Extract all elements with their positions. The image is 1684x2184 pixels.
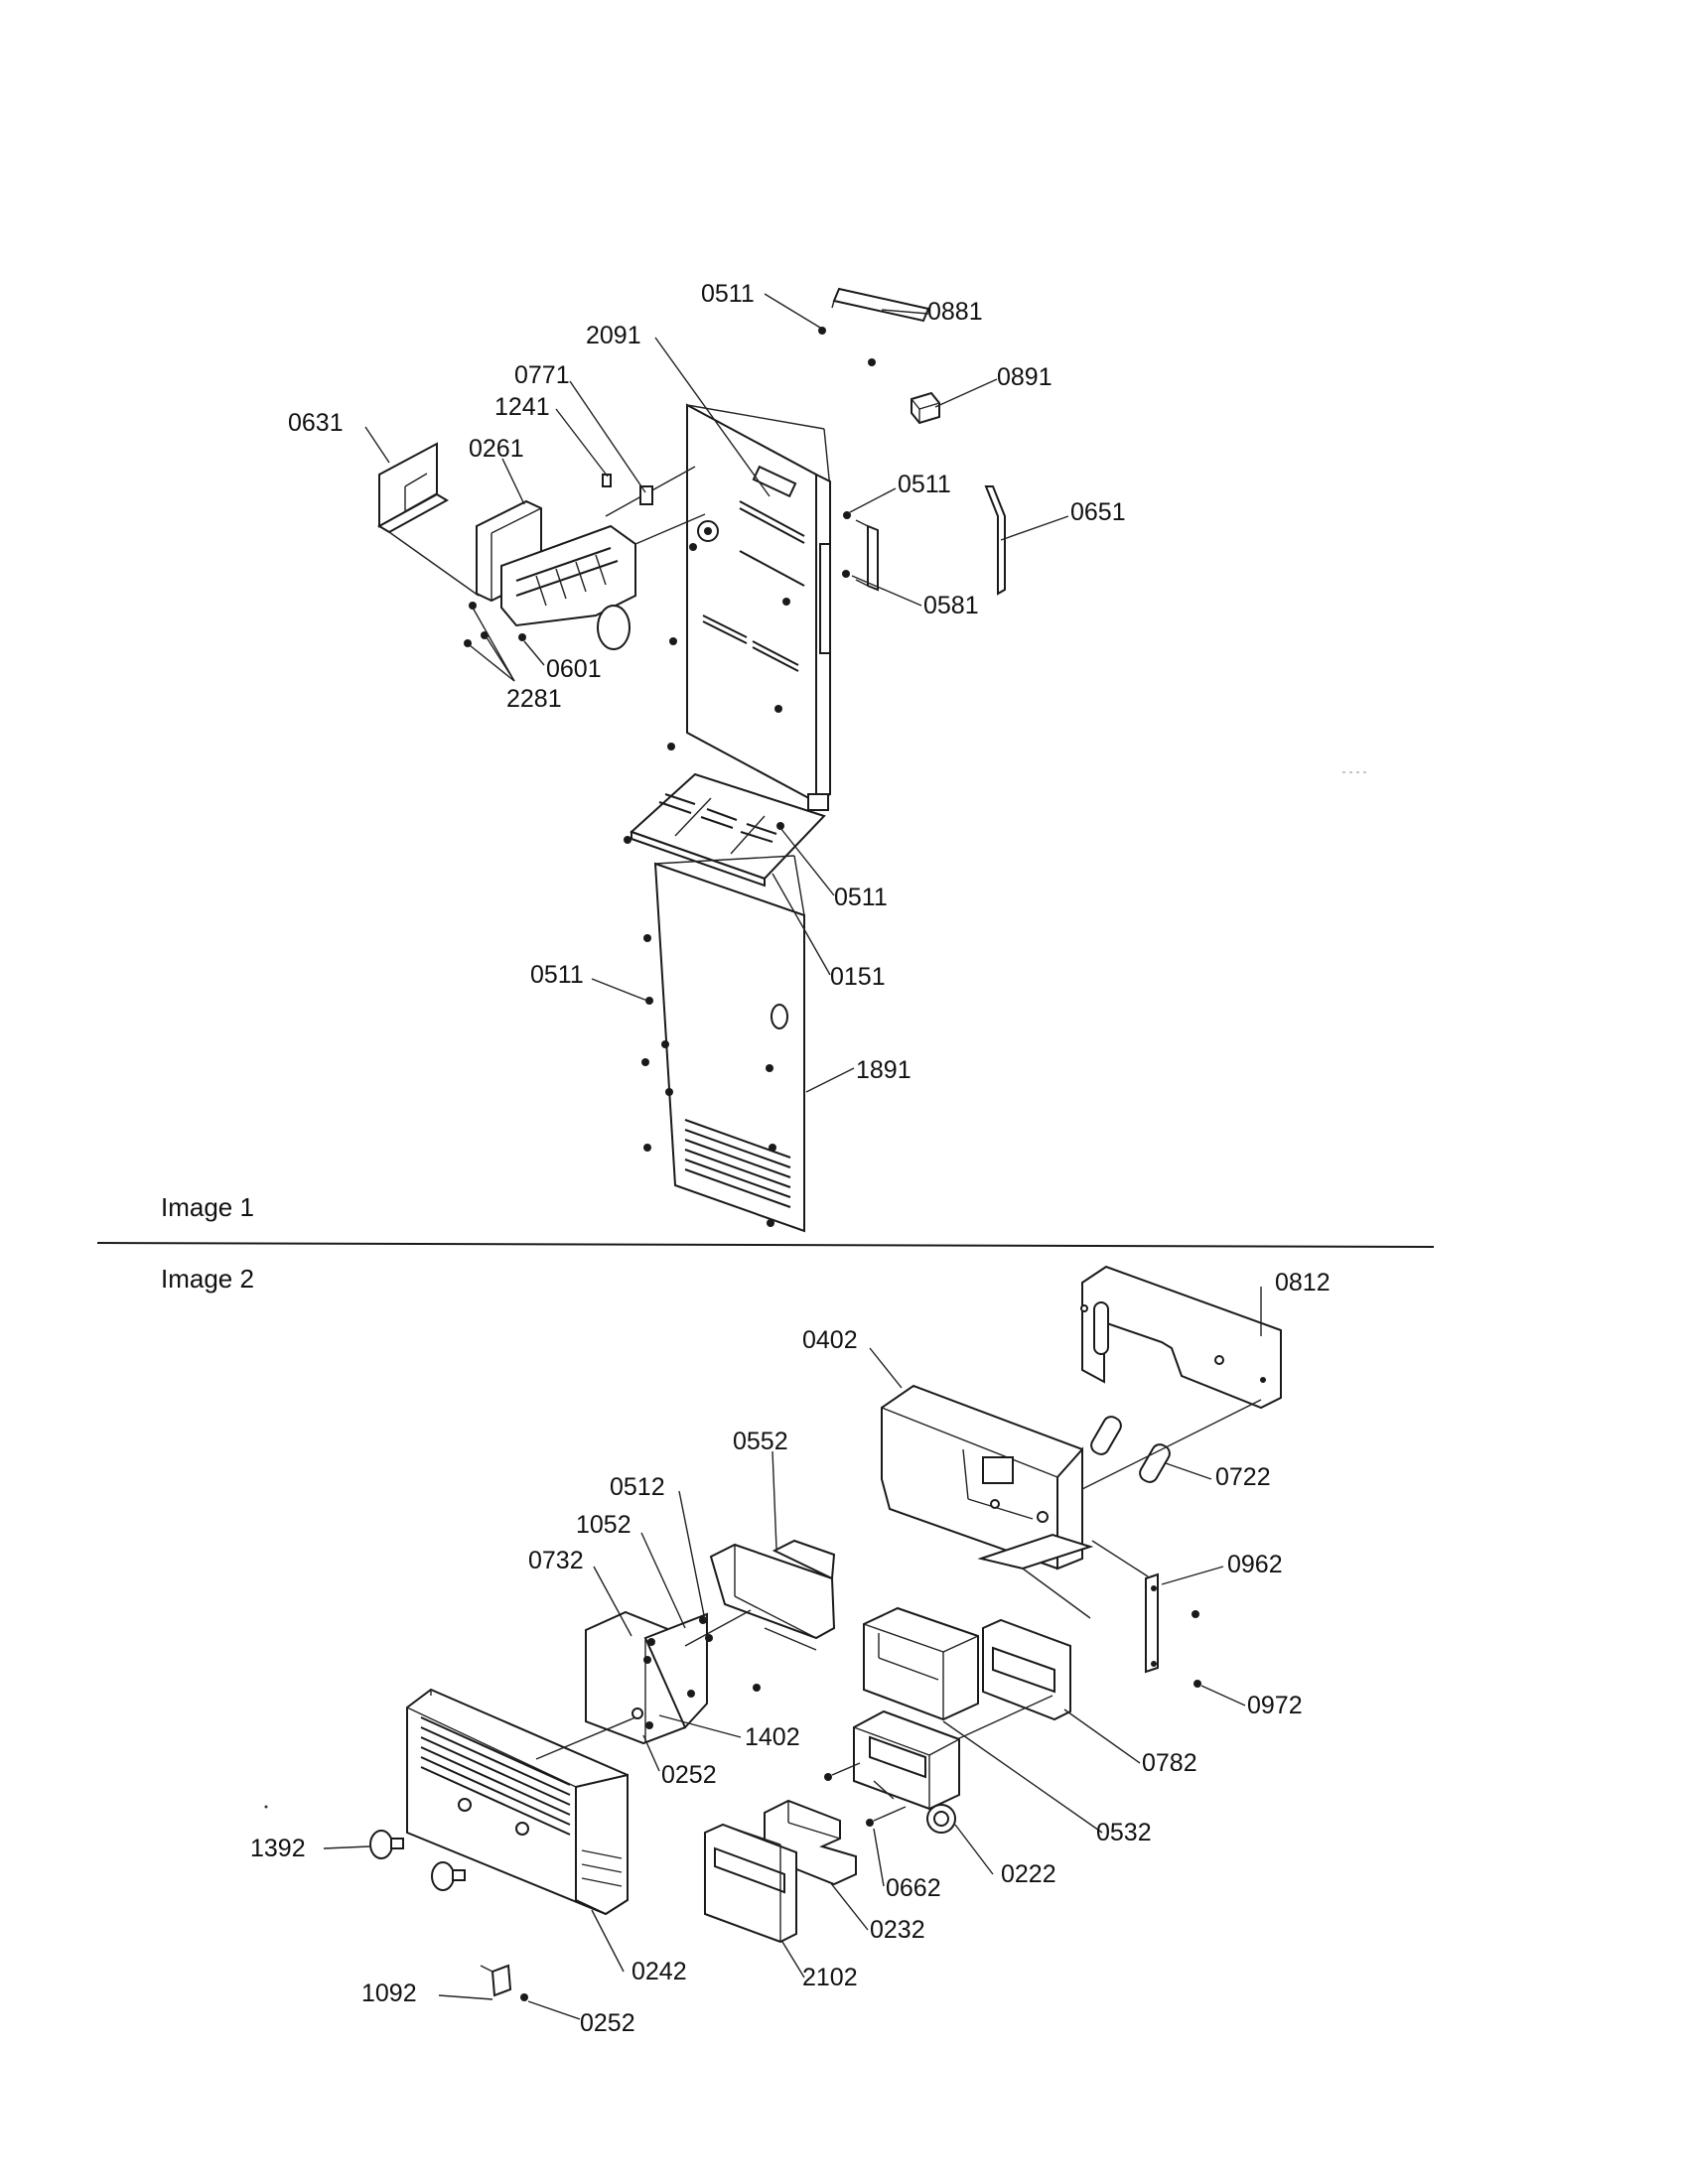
part-label-2091: 2091 [586, 322, 641, 349]
plate-0782 [982, 1618, 1071, 1721]
lower-panel-1891 [641, 855, 805, 1233]
part-label-0511-c: 0511 [834, 884, 888, 911]
part-label-0552: 0552 [733, 1428, 788, 1455]
part-label-0722: 0722 [1215, 1463, 1271, 1491]
part-label-0651: 0651 [1070, 498, 1126, 526]
bracket-0812 [1080, 1265, 1282, 1410]
image1-assembly [376, 287, 1006, 1233]
part-label-0511: 0511 [701, 280, 755, 308]
part-label-0581: 0581 [923, 592, 979, 619]
part-label-0511-d: 0511 [530, 961, 584, 989]
actuator-housing-0732 [585, 1609, 752, 1745]
bracket-0881 [818, 287, 930, 366]
image1-leaders [364, 293, 1069, 1093]
duct-cover-0151 [624, 772, 826, 887]
chute-bracket-0552 [709, 1539, 836, 1692]
part-label-0601: 0601 [546, 655, 602, 683]
section-label-image1: Image 1 [161, 1192, 254, 1222]
part-label-2102: 2102 [802, 1964, 858, 1991]
part-label-0662: 0662 [886, 1874, 941, 1902]
part-label-0891: 0891 [997, 363, 1052, 391]
part-label-0962: 0962 [1227, 1551, 1283, 1578]
part-label-1241: 1241 [494, 393, 550, 421]
strip-0651 [984, 485, 1006, 596]
scan-dot [264, 1805, 268, 1809]
part-label-0732: 0732 [528, 1547, 584, 1574]
part-label-0511-b: 0511 [898, 471, 951, 498]
image2-labels: 0812 0402 0552 0722 0512 1052 0732 0962 … [250, 1269, 1331, 2037]
image2-leaders [323, 1287, 1262, 2020]
part-label-0402: 0402 [802, 1326, 858, 1354]
knobs-1392 [369, 1830, 466, 1891]
block-0891 [911, 391, 940, 425]
part-label-0532: 0532 [1096, 1819, 1152, 1846]
part-label-0631: 0631 [288, 409, 344, 437]
cover-vents [420, 1716, 571, 1836]
part-label-0771: 0771 [514, 361, 570, 389]
part-label-1092: 1092 [361, 1979, 417, 2007]
plate-2102 [704, 1823, 797, 1944]
rear-plate-2091 [667, 403, 831, 811]
part-label-0782: 0782 [1142, 1749, 1197, 1777]
image2-assembly [369, 1265, 1282, 2001]
part-label-0242: 0242 [632, 1958, 687, 1985]
part-label-0261: 0261 [469, 435, 524, 463]
ice-maker-0261 [464, 466, 719, 650]
part-label-0812: 0812 [1275, 1269, 1331, 1297]
housing-0402 [881, 1384, 1094, 1619]
clip-1092 [480, 1964, 528, 2001]
shroud-0631 [376, 442, 480, 597]
part-label-0881: 0881 [927, 298, 983, 326]
hinge-0962 [1091, 1540, 1201, 1688]
image1-labels: 0511 0881 2091 0891 0771 1241 0631 0261 … [288, 280, 1126, 1084]
front-cover-0242 [406, 1688, 636, 1916]
part-label-0252: 0252 [661, 1761, 717, 1789]
part-label-0232: 0232 [870, 1916, 925, 1944]
section-label-image2: Image 2 [161, 1264, 254, 1294]
part-label-1891: 1891 [856, 1056, 912, 1084]
part-label-0512: 0512 [610, 1473, 665, 1501]
part-label-1392: 1392 [250, 1835, 306, 1862]
standoffs-0722 [1081, 1399, 1262, 1490]
part-label-0972: 0972 [1247, 1692, 1303, 1719]
part-label-1402: 1402 [745, 1723, 800, 1751]
part-label-0222: 0222 [1001, 1860, 1056, 1888]
part-label-0151: 0151 [830, 963, 886, 991]
part-label-0252-b: 0252 [580, 2009, 635, 2037]
part-label-2281: 2281 [506, 685, 562, 713]
section-divider [96, 1242, 1435, 1248]
part-label-1052: 1052 [576, 1511, 632, 1539]
switch-housing-0222 [824, 1695, 1053, 1834]
chute-0532 [863, 1606, 979, 1721]
clip-0581 [842, 511, 879, 592]
